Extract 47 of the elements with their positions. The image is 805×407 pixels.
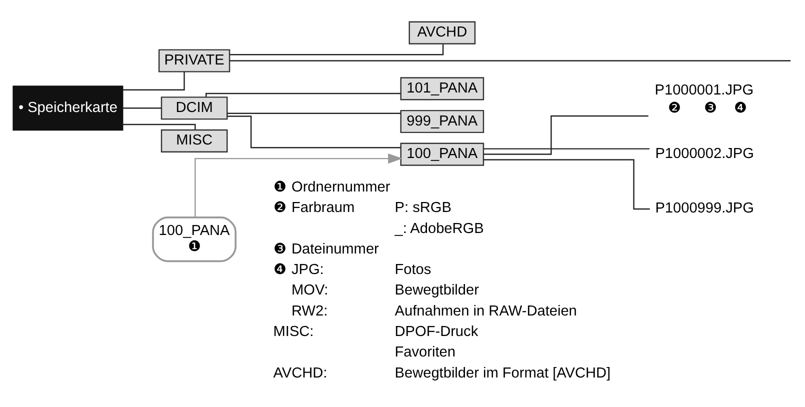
node-label: ❹ bbox=[734, 100, 747, 116]
node-box: 101_PANA bbox=[400, 77, 484, 100]
connector bbox=[484, 148, 650, 150]
label: DPOF-Druck bbox=[394, 324, 478, 340]
node-label: ❸ bbox=[704, 100, 717, 116]
label: Favoriten bbox=[394, 344, 456, 361]
connector bbox=[206, 92, 400, 97]
node-box: 100_PANA ❶ bbox=[152, 216, 237, 262]
label: JPG: bbox=[292, 262, 324, 278]
node-label: ❷ bbox=[668, 100, 682, 116]
label: Dateinummer bbox=[292, 241, 379, 258]
connector bbox=[122, 108, 162, 109]
node-box: AVCHD bbox=[408, 21, 476, 44]
label: RW2: bbox=[292, 303, 328, 320]
label: AVCHD: bbox=[273, 365, 328, 382]
connector bbox=[122, 124, 196, 130]
node-box: MISC bbox=[160, 129, 228, 152]
node-text: P1000001.JPG bbox=[654, 82, 754, 98]
label: MISC: bbox=[273, 324, 314, 340]
label: P: sRGB bbox=[394, 200, 452, 216]
connector bbox=[230, 60, 791, 62]
connector bbox=[484, 115, 648, 155]
label: MOV: bbox=[292, 282, 328, 299]
node-box: PRIVATE bbox=[158, 49, 230, 72]
node-box: DCIM bbox=[160, 96, 228, 120]
connector bbox=[227, 112, 401, 114]
label: ❶ bbox=[273, 179, 286, 196]
label: Aufnahmen in RAW-Dateien bbox=[394, 303, 577, 320]
connector bbox=[484, 159, 650, 210]
label: _: AdobeRGB bbox=[394, 220, 484, 237]
connector bbox=[122, 72, 185, 90]
label: Farbraum bbox=[292, 200, 355, 216]
node-box: 100_PANA bbox=[400, 142, 484, 166]
label: ❸ bbox=[273, 241, 286, 258]
label: Bewegtbilder bbox=[394, 282, 479, 299]
label: Fotos bbox=[394, 262, 432, 278]
label: ❷ bbox=[273, 200, 286, 216]
label: Bewegtbilder im Format [AVCHD] bbox=[394, 365, 611, 382]
node-text: P1000002.JPG bbox=[655, 146, 754, 162]
node-box: 999_PANA bbox=[400, 110, 484, 134]
node-box: • Speicherkarte bbox=[12, 86, 124, 131]
label: Ordnernummer bbox=[292, 179, 390, 196]
arrow bbox=[194, 153, 403, 218]
connector bbox=[230, 44, 444, 56]
label: ❹ bbox=[273, 262, 286, 278]
connector bbox=[227, 116, 401, 148]
node-text: P1000999.JPG bbox=[655, 200, 754, 217]
